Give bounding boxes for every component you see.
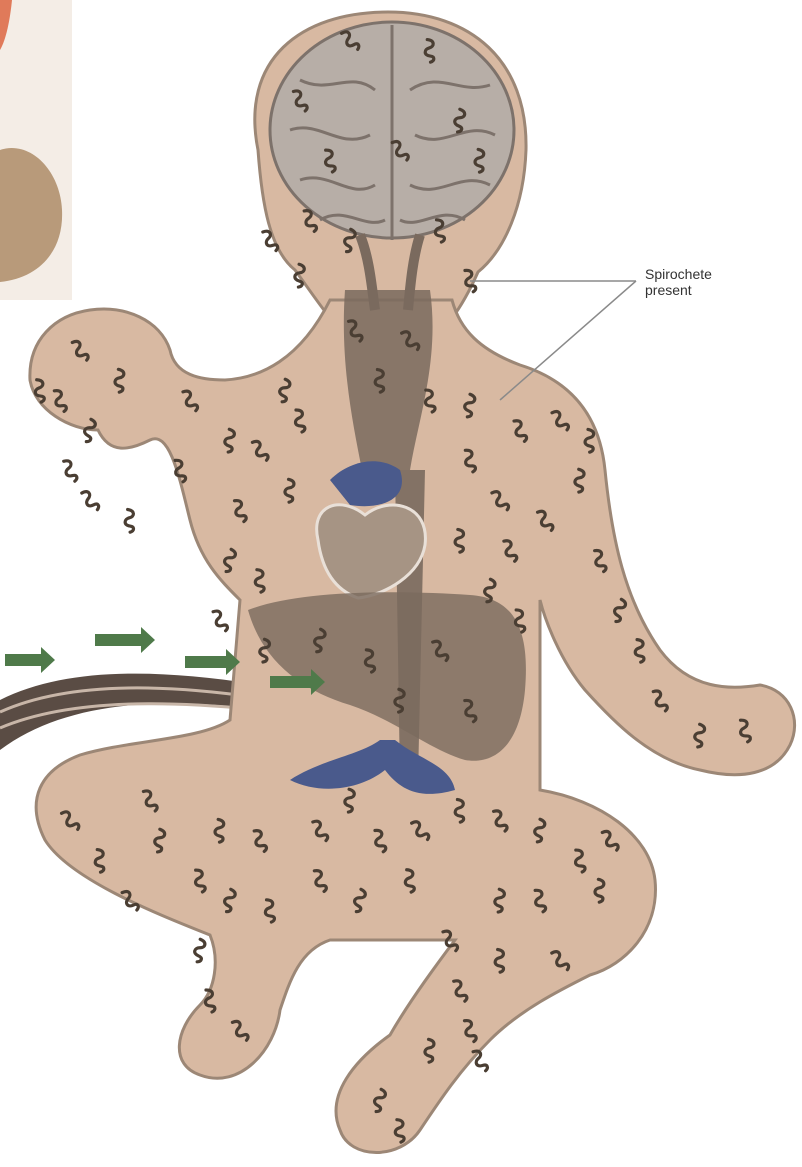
spirochete-icon bbox=[473, 1049, 489, 1073]
annotation-label: Spirochete present bbox=[645, 266, 712, 298]
spirochete-icon bbox=[81, 489, 100, 513]
arrow-icon bbox=[185, 649, 240, 675]
annotation-line2: present bbox=[645, 282, 712, 298]
spirochete-icon bbox=[124, 509, 137, 532]
spirochete-icon bbox=[213, 609, 229, 633]
placenta-fragment bbox=[0, 0, 72, 300]
spirochete-icon bbox=[63, 459, 77, 483]
spirochete-icon bbox=[191, 939, 208, 963]
annotation-line1: Spirochete bbox=[645, 266, 712, 282]
arrow-icon bbox=[95, 627, 155, 653]
arrow-icon bbox=[5, 647, 55, 673]
